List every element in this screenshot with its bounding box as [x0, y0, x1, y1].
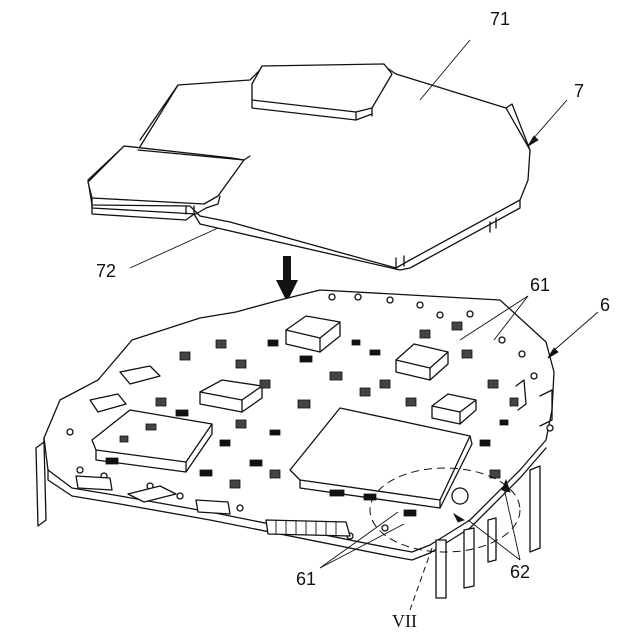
- label-VII: VII: [392, 612, 417, 630]
- bottom-connector: [266, 520, 350, 536]
- label-62: 62: [510, 563, 530, 581]
- circuit-board: [36, 290, 554, 598]
- left-bracket: [36, 442, 46, 526]
- assembly-arrow: [276, 256, 298, 302]
- label-72: 72: [96, 262, 116, 280]
- label-6: 6: [600, 296, 610, 314]
- label-61-top: 61: [530, 276, 550, 294]
- label-61-bottom: 61: [296, 570, 316, 588]
- label-71: 71: [490, 10, 510, 28]
- label-7: 7: [574, 82, 584, 100]
- shield-cover: [88, 64, 530, 270]
